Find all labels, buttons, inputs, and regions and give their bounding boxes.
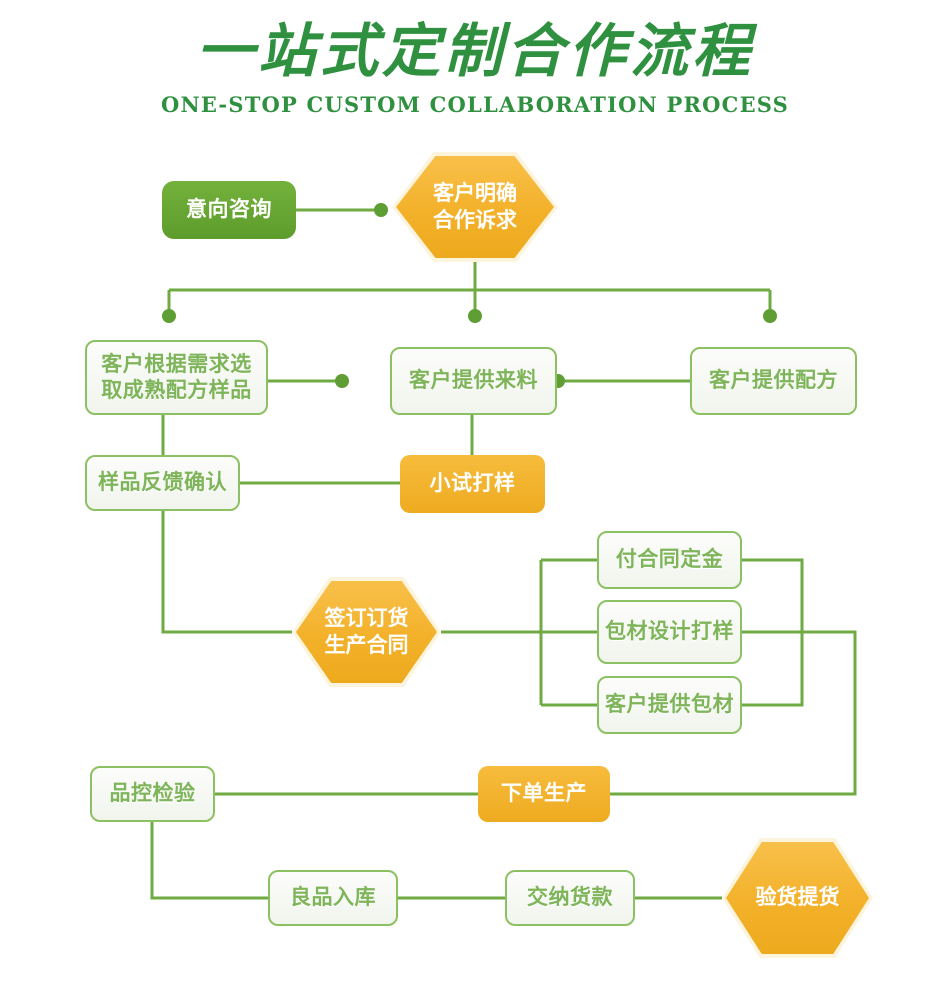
node-label: 良品入库 <box>290 886 376 910</box>
edge-n12-n14 <box>150 821 268 900</box>
edge-dot-n3-stub <box>335 374 349 388</box>
node-label: 付合同定金 <box>615 548 724 572</box>
node-label: 品控检验 <box>109 782 196 806</box>
edge-dot-bus-left <box>162 309 176 323</box>
node-label: 客户提供包材 <box>605 693 734 717</box>
node-intent-consultation[interactable]: 意向咨询 <box>162 181 296 239</box>
node-label: 客户明确 合作诉求 <box>433 181 517 232</box>
node-label: 小试打样 <box>429 472 516 496</box>
node-inspect-and-pickup[interactable]: 验货提货 <box>722 838 873 958</box>
edge-dot-bus-right <box>763 309 777 323</box>
node-customer-supplies-packaging[interactable]: 客户提供包材 <box>597 676 742 734</box>
edge-n6-n8 <box>161 511 292 634</box>
edge-dot-n1-n2 <box>374 203 388 217</box>
node-label: 交纳货款 <box>527 886 613 910</box>
node-label: 意向咨询 <box>186 198 272 222</box>
node-customer-supplies-formula[interactable]: 客户提供配方 <box>690 347 857 415</box>
node-pay-balance[interactable]: 交纳货款 <box>505 870 635 926</box>
node-label: 签订订货 生产合同 <box>324 606 409 657</box>
node-sample-feedback-confirm[interactable]: 样品反馈确认 <box>85 455 240 511</box>
node-label: 客户根据需求选 取成熟配方样品 <box>101 352 252 402</box>
edge-n10-n13 <box>610 630 857 796</box>
page-title: 一站式定制合作流程 <box>195 17 754 85</box>
node-select-mature-formula-sample[interactable]: 客户根据需求选 取成熟配方样品 <box>85 340 268 415</box>
node-goods-into-warehouse[interactable]: 良品入库 <box>268 870 398 926</box>
node-packaging-design-sample[interactable]: 包材设计打样 <box>597 600 742 664</box>
edge-dot-bus-center <box>468 309 482 323</box>
node-customer-supplies-material[interactable]: 客户提供来料 <box>390 347 557 415</box>
node-trial-sampling[interactable]: 小试打样 <box>400 455 545 513</box>
node-pay-contract-deposit[interactable]: 付合同定金 <box>597 531 742 589</box>
node-label: 验货提货 <box>755 886 840 910</box>
node-label: 下单生产 <box>501 782 587 806</box>
node-label: 样品反馈确认 <box>98 471 227 495</box>
hexagon-fill <box>296 581 437 683</box>
node-label: 客户提供来料 <box>409 369 538 393</box>
page-subtitle: ONE-STOP CUSTOM COLLABORATION PROCESS <box>160 92 790 117</box>
node-place-production-order[interactable]: 下单生产 <box>478 766 610 822</box>
node-label: 客户提供配方 <box>709 369 838 393</box>
node-quality-inspection[interactable]: 品控检验 <box>90 766 215 822</box>
node-label: 包材设计打样 <box>605 620 734 644</box>
